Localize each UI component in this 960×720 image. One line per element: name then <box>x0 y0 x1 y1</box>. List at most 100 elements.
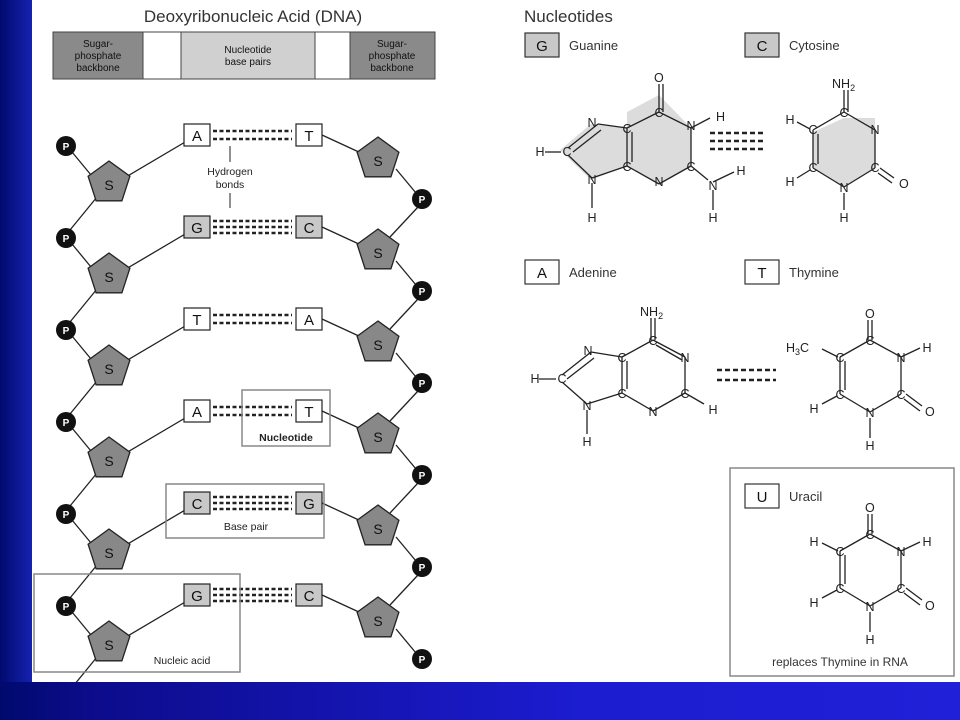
base-right-box <box>295 399 323 423</box>
phosphate-right <box>412 465 432 485</box>
svg-text:O: O <box>899 177 909 191</box>
svg-text:H: H <box>530 372 539 386</box>
base-right-box <box>295 307 323 331</box>
svg-text:C: C <box>835 388 844 402</box>
svg-text:N: N <box>587 116 596 130</box>
sugar-right <box>356 504 400 546</box>
svg-text:C: C <box>835 351 844 365</box>
uracil-structure <box>821 514 923 632</box>
nucleotide-highlight-box <box>241 389 331 447</box>
svg-text:N: N <box>865 406 874 420</box>
svg-text:C: C <box>562 145 571 159</box>
svg-text:H: H <box>785 175 794 189</box>
cytosine-name: Cytosine <box>789 38 840 53</box>
svg-text:N: N <box>896 545 905 559</box>
sugar-right-label: S <box>373 613 382 629</box>
sugar-right <box>356 320 400 362</box>
uracil-letter: U <box>757 489 768 506</box>
phosphate-right <box>412 649 432 669</box>
adenine-name: Adenine <box>569 265 617 280</box>
svg-text:H: H <box>736 164 745 178</box>
sugar-right <box>356 228 400 270</box>
svg-text:H: H <box>809 402 818 416</box>
svg-text:H: H <box>708 211 717 225</box>
base-left-box <box>183 399 211 423</box>
phosphate-left-label: P <box>63 418 70 429</box>
guanine-name: Guanine <box>569 38 618 53</box>
phosphate-right <box>412 189 432 209</box>
base-right-box <box>295 491 323 515</box>
svg-text:H: H <box>922 535 931 549</box>
slide-left-border <box>0 0 32 720</box>
svg-text:C: C <box>686 160 695 174</box>
svg-text:H: H <box>865 633 874 647</box>
sugar-right-label: S <box>373 153 382 169</box>
svg-text:H: H <box>708 403 717 417</box>
base-left-box <box>183 307 211 331</box>
adenine-atoms: NH2 C N C N C C N C N H H H <box>530 305 717 449</box>
uracil-note: replaces Thymine in RNA <box>772 655 908 669</box>
svg-text:H: H <box>922 341 931 355</box>
svg-text:C: C <box>654 106 663 120</box>
svg-text:H: H <box>809 535 818 549</box>
uracil-letter-box <box>744 483 780 509</box>
svg-text:C: C <box>870 161 879 175</box>
uracil-name: Uracil <box>789 489 822 504</box>
legend-backbone-right-line3: backbone <box>370 63 414 74</box>
svg-text:NH2: NH2 <box>832 77 855 93</box>
legend-base-pairs-line1: Nucleotide <box>224 45 272 56</box>
svg-text:N: N <box>865 600 874 614</box>
svg-text:N: N <box>654 175 663 189</box>
base-right-letter: A <box>304 312 314 329</box>
svg-text:C: C <box>648 334 657 348</box>
phosphate-left <box>56 412 76 432</box>
base-right-box <box>295 583 323 607</box>
svg-text:C: C <box>808 161 817 175</box>
guanine-letter-box <box>524 32 560 58</box>
base-right-letter: T <box>304 404 313 421</box>
legend-backbone-left-line1: Sugar- <box>83 39 113 50</box>
svg-text:C: C <box>865 528 874 542</box>
svg-text:C: C <box>622 160 631 174</box>
guanine-atoms: O N H N C C C C N C N H H N H H <box>535 71 745 225</box>
hydrogen-bonds-label-line2: bonds <box>216 179 245 191</box>
svg-text:C: C <box>835 582 844 596</box>
svg-text:O: O <box>865 501 875 515</box>
sugar-left <box>87 436 131 478</box>
sugar-right-label: S <box>373 521 382 537</box>
svg-text:C: C <box>808 123 817 137</box>
slide-bottom-border <box>0 682 960 720</box>
svg-text:N: N <box>708 179 717 193</box>
sugar-right <box>356 596 400 638</box>
adenine-letter-box <box>524 259 560 285</box>
svg-text:N: N <box>839 181 848 195</box>
sugar-right-label: S <box>373 245 382 261</box>
sugar-left <box>87 160 131 202</box>
nucleic-acid-label: Nucleic acid <box>154 655 211 667</box>
svg-text:C: C <box>622 122 631 136</box>
adenine-structure <box>539 318 705 434</box>
phosphate-left <box>56 228 76 248</box>
base-right-letter: T <box>304 128 313 145</box>
base-left-letter: A <box>192 404 202 421</box>
sugar-left-label: S <box>104 453 113 469</box>
sugar-right-label: S <box>373 337 382 353</box>
sugar-left-label: S <box>104 545 113 561</box>
svg-text:C: C <box>896 388 905 402</box>
base-right-box <box>295 123 323 147</box>
svg-text:C: C <box>896 582 905 596</box>
phosphate-right-label: P <box>419 471 426 482</box>
legend-backbone-right-line1: Sugar- <box>377 39 407 50</box>
legend-backbone-right-line2: phosphate <box>369 51 416 62</box>
uracil-atoms: O C N H C O N H C C H H <box>809 501 935 647</box>
phosphate-left <box>56 320 76 340</box>
phosphate-left-label: P <box>63 326 70 337</box>
nucleotides-title: Nucleotides <box>524 7 613 26</box>
svg-text:H: H <box>716 110 725 124</box>
phosphate-right <box>412 281 432 301</box>
legend-base-pairs-line2: base pairs <box>225 57 271 68</box>
sugar-right-label: S <box>373 429 382 445</box>
thymine-letter: T <box>757 265 766 282</box>
thymine-atoms: O C N H C O N H C C H3C H <box>786 307 935 453</box>
base-left-box <box>183 491 211 515</box>
